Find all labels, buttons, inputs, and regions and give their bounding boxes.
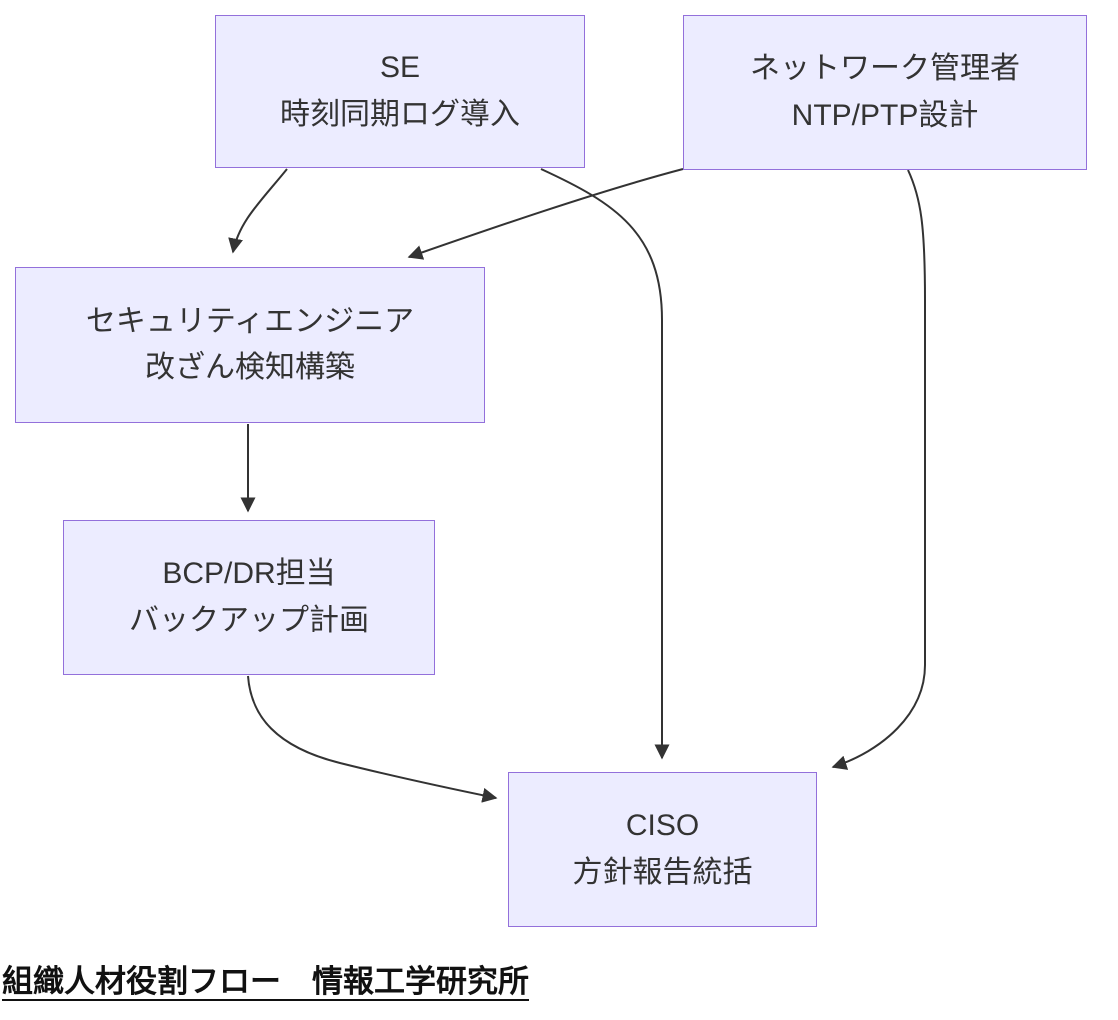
node-ciso-role: CISO [625,809,700,842]
node-network-admin-task: NTP/PTP設計 [791,98,979,132]
edge-se-to-ciso [540,168,670,760]
edge-se-to-security-engineer [228,168,288,254]
node-security-engineer: セキュリティエンジニア 改ざん検知構築 [15,267,485,423]
node-se-role: SE [379,51,421,84]
edge-bcp-dr-to-ciso [247,675,498,803]
node-bcp-dr: BCP/DR担当 バックアップ計画 [63,520,435,675]
edge-network-admin-to-security-engineer [407,168,684,260]
node-security-engineer-task: 改ざん検知構築 [145,351,355,384]
node-se-task: 時刻同期ログ導入 [280,97,520,131]
node-bcp-dr-role: BCP/DR担当 [162,557,336,590]
node-network-admin: ネットワーク管理者 NTP/PTP設計 [683,15,1087,170]
node-network-admin-role: ネットワーク管理者 [750,52,1020,85]
diagram-caption: 組織人材役割フロー 情報工学研究所 [2,964,529,999]
edge-network-admin-to-ciso [831,169,926,770]
node-security-engineer-role: セキュリティエンジニア [85,304,415,338]
node-ciso: CISO 方針報告統括 [508,772,817,927]
node-bcp-dr-task: バックアップ計画 [129,603,369,637]
node-ciso-task: 方針報告統括 [572,855,753,889]
node-se: SE 時刻同期ログ導入 [215,15,585,168]
